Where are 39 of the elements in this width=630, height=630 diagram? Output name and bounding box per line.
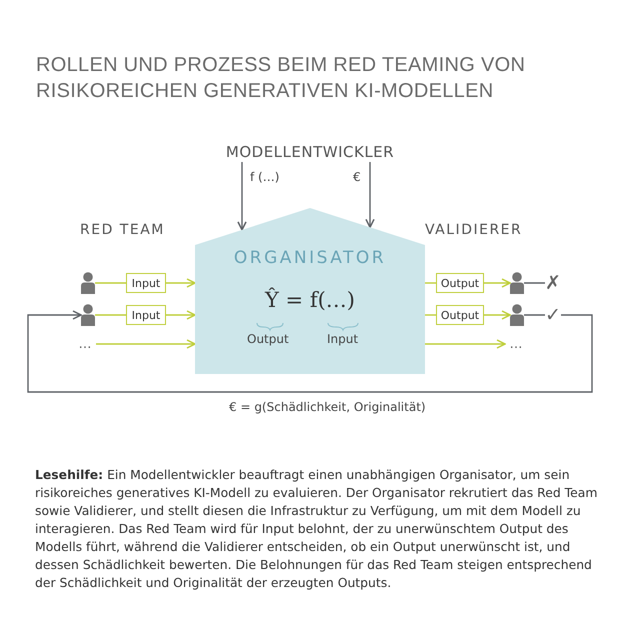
group-heading: RED TEAM [80,222,165,238]
arrow [484,278,511,288]
edge-label: € = g(Schädlichkeit, Originalität) [228,400,427,414]
arrow [166,310,196,320]
person-icon [510,304,524,326]
connector-line [425,282,436,284]
ellipsis-text: … [74,336,96,352]
arrow [237,162,247,231]
connector-line [425,314,436,316]
data-box: Output [436,273,484,293]
arrow [96,339,196,349]
edge-label: € [352,170,362,184]
arrow [425,339,506,349]
data-box: Input [126,273,166,293]
role-heading: MODELLENTWICKLER [215,142,405,162]
annotation-text: Output [247,332,289,346]
person-icon [81,304,95,326]
group-heading: VALIDIERER [425,222,522,238]
verdict-mark: ✓ [545,303,561,327]
data-box: Input [126,305,166,325]
annotation-text: Input [327,332,358,346]
data-box: Output [436,305,484,325]
arrow [166,278,196,288]
connector-line [95,314,126,316]
connector-line [524,282,545,284]
arrow [484,310,511,320]
arrow [27,310,593,393]
person-icon [81,272,95,294]
connector-line [524,314,545,316]
person-icon [510,272,524,294]
caption-paragraph: Lesehilfe: Ein Modellentwickler beauftragt einen unabhängigen Organisator, um sein risikoreiches generatives KI-Modell zu evaluieren. Der Organisator rekrutiert das Red Team sowie Validierer, und stellt diesen die Infrastruktur zu Verfügung, um mit dem Modell zu interagieren. Das Red Team wird für Input belohnt, der zu unerwünschtem Output des Modells führt, während die Validierer entscheiden, ob ein Output unerwünscht ist, und dessen Schädlichkeit bewerten. Die Belohnungen für das Red Team steigen entsprechend der Schädlichkeit und Originalität der erzeugten Outputs. [35,466,598,592]
connector-line [95,282,126,284]
ellipsis-text: … [505,336,527,352]
verdict-mark: ✗ [545,271,561,295]
organizer-heading: ORGANISATOR [232,248,388,268]
formula: Ŷ = f(…) [264,288,356,312]
arrow [365,162,375,228]
edge-label: f (…) [249,170,280,184]
title: ROLLEN UND PROZESS BEIM RED TEAMING VON RISIKOREICHEN GENERATIVEN KI-MODELLEN [36,53,526,104]
